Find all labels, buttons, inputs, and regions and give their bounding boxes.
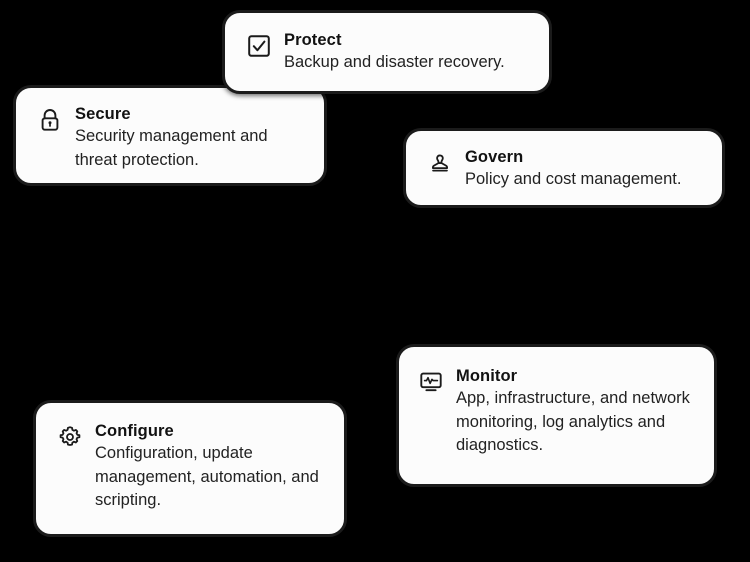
card-secure-title: Secure xyxy=(75,105,131,123)
card-govern-text: Govern Policy and cost management. xyxy=(465,147,706,192)
monitor-pulse-icon xyxy=(417,368,445,396)
card-monitor[interactable]: Monitor App, infrastructure, and network… xyxy=(396,344,717,487)
card-configure-text: Configure Configuration, update manageme… xyxy=(95,421,328,512)
card-monitor-text: Monitor App, infrastructure, and network… xyxy=(456,366,698,457)
card-secure[interactable]: Secure Security management and threat pr… xyxy=(13,85,327,186)
card-govern-description: Policy and cost management. xyxy=(465,170,682,189)
card-monitor-title: Monitor xyxy=(456,367,518,385)
lock-icon xyxy=(36,106,64,134)
card-govern-content: Govern Policy and cost management. xyxy=(406,131,722,208)
card-protect-content: Protect Backup and disaster recovery. xyxy=(225,13,549,91)
card-protect[interactable]: Protect Backup and disaster recovery. xyxy=(222,10,552,94)
card-configure-content: Configure Configuration, update manageme… xyxy=(36,403,344,528)
card-secure-description: Security management and threat protectio… xyxy=(75,127,268,169)
gear-icon xyxy=(56,423,84,451)
card-configure-title: Configure xyxy=(95,422,174,440)
card-protect-text: Protect Backup and disaster recovery. xyxy=(284,30,531,75)
card-configure-description: Configuration, update management, automa… xyxy=(95,444,319,509)
card-govern[interactable]: Govern Policy and cost management. xyxy=(403,128,725,208)
card-secure-text: Secure Security management and threat pr… xyxy=(75,104,308,172)
stamp-icon xyxy=(426,149,454,177)
checkbox-checked-icon xyxy=(245,32,273,60)
card-govern-title: Govern xyxy=(465,148,524,166)
card-monitor-content: Monitor App, infrastructure, and network… xyxy=(399,347,714,473)
card-monitor-description: App, infrastructure, and network monitor… xyxy=(456,389,690,454)
card-secure-content: Secure Security management and threat pr… xyxy=(16,88,324,188)
card-configure[interactable]: Configure Configuration, update manageme… xyxy=(33,400,347,537)
card-protect-description: Backup and disaster recovery. xyxy=(284,53,505,72)
card-protect-title: Protect xyxy=(284,31,342,49)
